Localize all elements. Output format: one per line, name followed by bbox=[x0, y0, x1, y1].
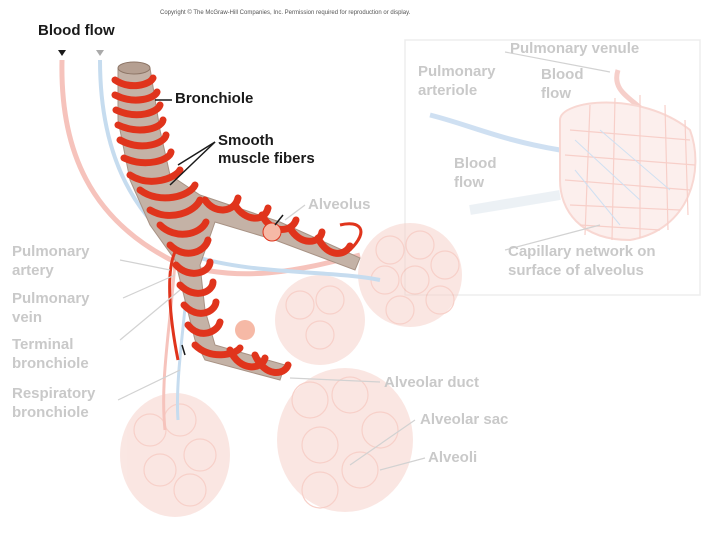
label-capillary-network-line1: Capillary network on bbox=[508, 243, 656, 260]
label-inset-blood-flow-left-line2: flow bbox=[454, 174, 484, 191]
label-inset-blood-flow-right-line1: Blood bbox=[541, 66, 584, 83]
label-bronchiole: Bronchiole bbox=[175, 90, 253, 107]
label-inset-blood-flow-right-line2: flow bbox=[541, 85, 571, 102]
label-terminal-bronchiole-line1: Terminal bbox=[12, 336, 73, 353]
label-smooth-muscle-line1: Smooth bbox=[218, 132, 274, 149]
copyright-notice: Copyright © The McGraw-Hill Companies, I… bbox=[160, 10, 410, 16]
label-pulmonary-vein-line1: Pulmonary bbox=[12, 290, 90, 307]
label-pulmonary-arteriole-line2: arteriole bbox=[418, 82, 477, 99]
label-respiratory-bronchiole-line1: Respiratory bbox=[12, 385, 95, 402]
label-blood-flow: Blood flow bbox=[38, 22, 115, 39]
label-smooth-muscle-line2: muscle fibers bbox=[218, 150, 315, 167]
label-pulmonary-venule: Pulmonary venule bbox=[510, 40, 639, 57]
label-alveolar-sac: Alveolar sac bbox=[420, 411, 508, 428]
label-alveoli: Alveoli bbox=[428, 449, 477, 466]
label-alveolar-duct: Alveolar duct bbox=[384, 374, 479, 391]
alveolus-bulge bbox=[263, 223, 281, 241]
label-pulmonary-arteriole-line1: Pulmonary bbox=[418, 63, 496, 80]
label-terminal-bronchiole-line2: bronchiole bbox=[12, 355, 89, 372]
bronchiole-opening bbox=[118, 62, 150, 74]
label-inset-blood-flow-left-line1: Blood bbox=[454, 155, 497, 172]
inset-alveolus bbox=[560, 103, 695, 241]
label-pulmonary-vein-line2: vein bbox=[12, 309, 42, 326]
label-pulmonary-artery-line1: Pulmonary bbox=[12, 243, 90, 260]
label-capillary-network-line2: surface of alveolus bbox=[508, 262, 644, 279]
label-pulmonary-artery-line2: artery bbox=[12, 262, 54, 279]
label-respiratory-bronchiole-line2: bronchiole bbox=[12, 404, 89, 421]
label-alveolus: Alveolus bbox=[308, 196, 371, 213]
alveolus-cluster bbox=[358, 223, 462, 327]
